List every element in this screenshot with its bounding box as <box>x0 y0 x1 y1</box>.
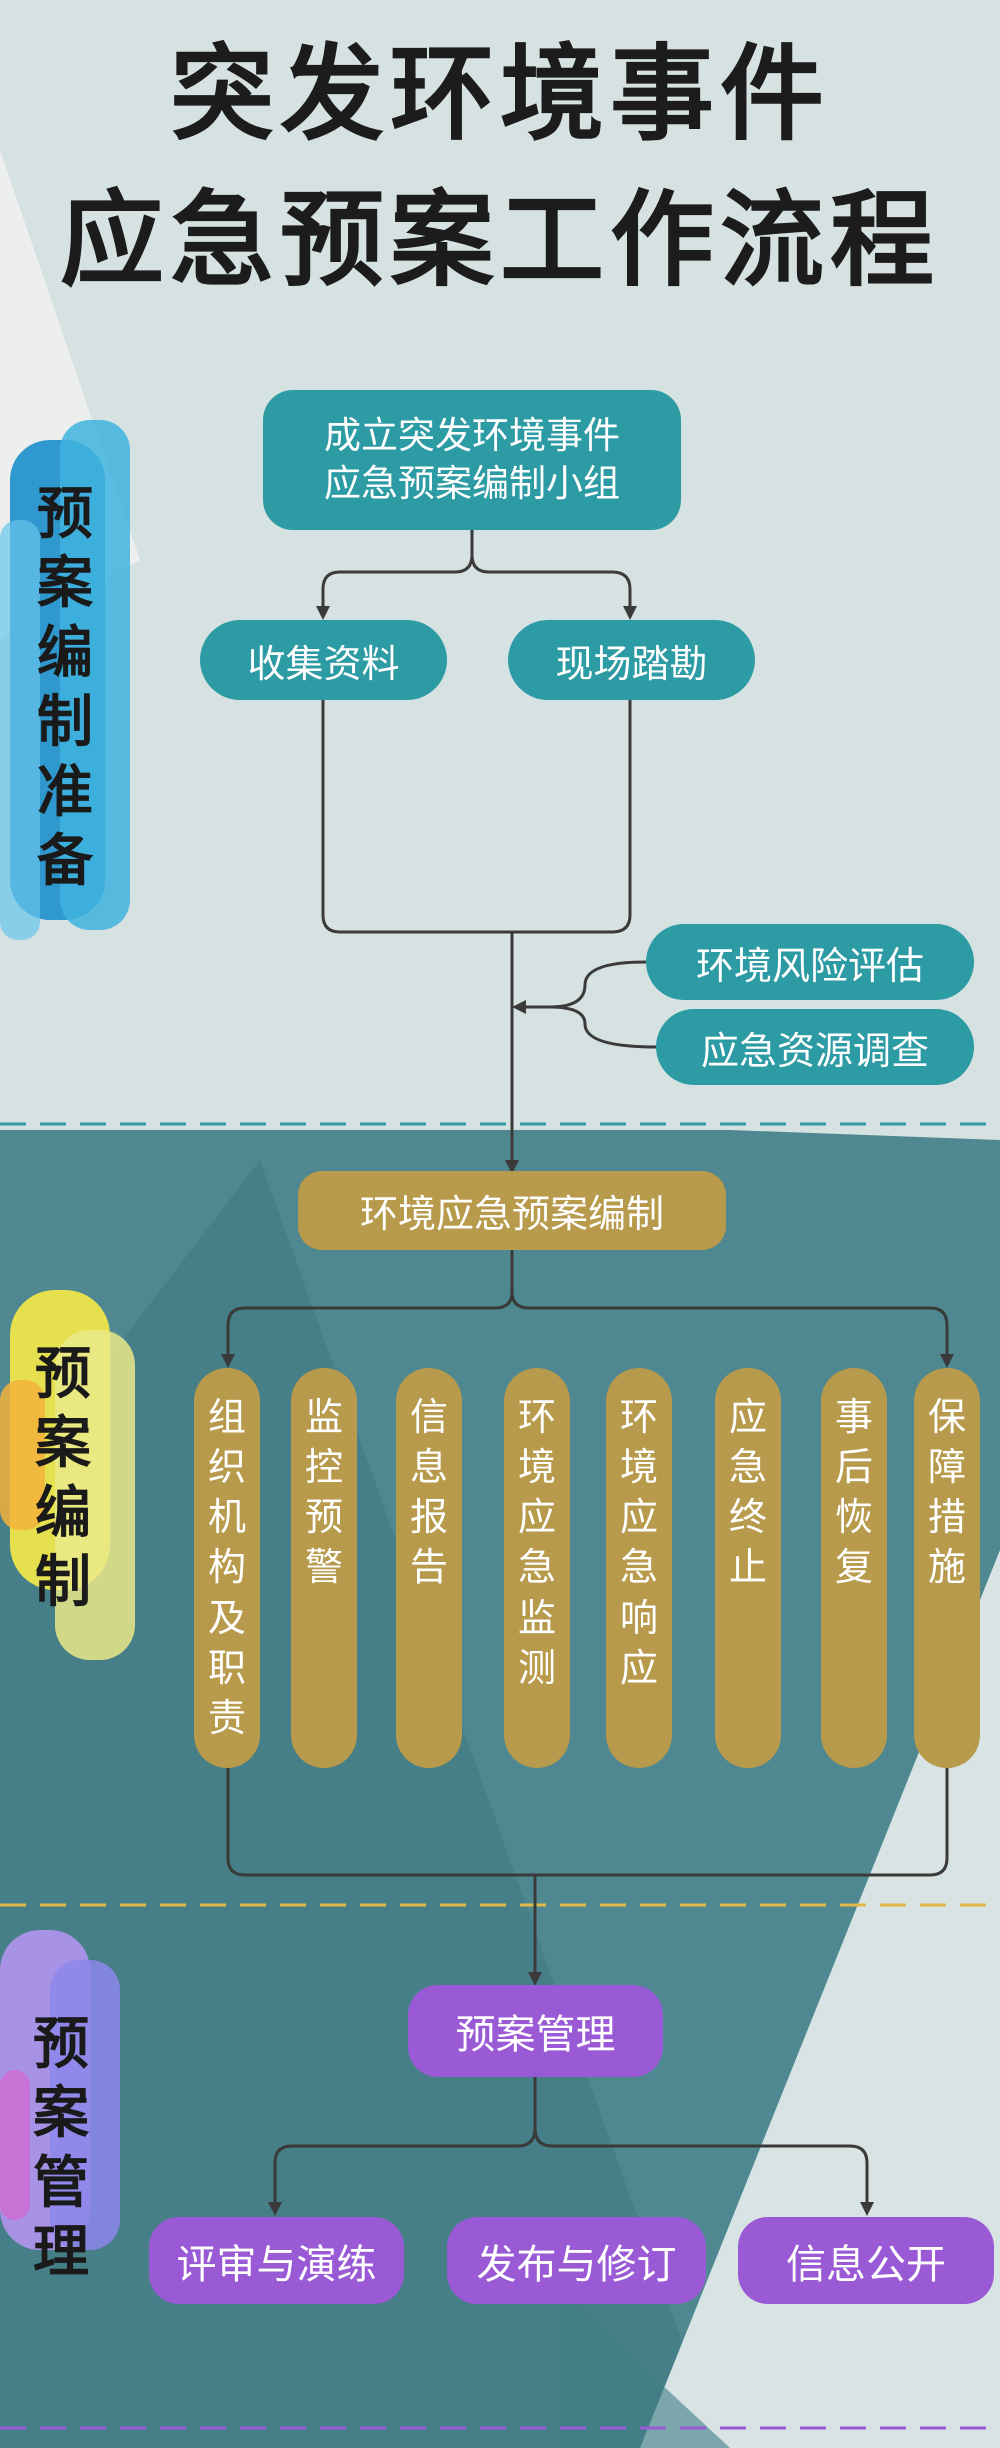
node-risk-assessment: 环境风险评估 <box>646 924 974 1000</box>
section-label-compilation: 预 案 编 制 <box>35 1342 91 1616</box>
node-collect-data: 收集资料 <box>200 620 447 700</box>
component-recovery: 事 后 恢 复 <box>821 1368 887 1768</box>
deep-teal-corner <box>560 2290 730 2448</box>
component-emergency-termination: 应 急 终 止 <box>715 1368 781 1768</box>
component-emergency-response: 环 境 应 急 响 应 <box>606 1368 672 1768</box>
component-organization: 组 织 机 构 及 职 责 <box>194 1368 260 1768</box>
component-safeguards: 保 障 措 施 <box>914 1368 980 1768</box>
connector-lines <box>226 528 949 2205</box>
node-site-survey: 现场踏勘 <box>508 620 755 700</box>
component-info-reporting: 信 息 报 告 <box>396 1368 462 1768</box>
purple-paint-stroke <box>0 1930 120 2250</box>
node-resource-survey: 应急资源调查 <box>656 1009 974 1085</box>
component-emergency-monitoring: 环 境 应 急 监 测 <box>504 1368 570 1768</box>
teal-lower-shape <box>0 1160 720 2448</box>
page-title-line1: 突发环境事件 <box>169 33 830 155</box>
arrow-heads <box>221 606 954 2216</box>
node-review-drill: 评审与演练 <box>149 2217 404 2304</box>
node-plan-compilation: 环境应急预案编制 <box>298 1171 726 1250</box>
node-info-disclosure: 信息公开 <box>738 2217 994 2304</box>
node-publish-revise: 发布与修订 <box>447 2217 706 2304</box>
section-label-management: 预 案 管 理 <box>33 2012 89 2286</box>
node-setup-group: 成立突发环境事件 应急预案编制小组 <box>263 390 681 530</box>
component-monitoring-warning: 监 控 预 警 <box>291 1368 357 1768</box>
page-title-line2: 应急预案工作流程 <box>59 179 940 301</box>
node-plan-management: 预案管理 <box>408 1985 663 2077</box>
blue-paint-stroke <box>0 420 130 940</box>
section-label-preparation: 预 案 编 制 准 备 <box>37 482 93 895</box>
yellow-paint-stroke <box>0 1290 135 1660</box>
